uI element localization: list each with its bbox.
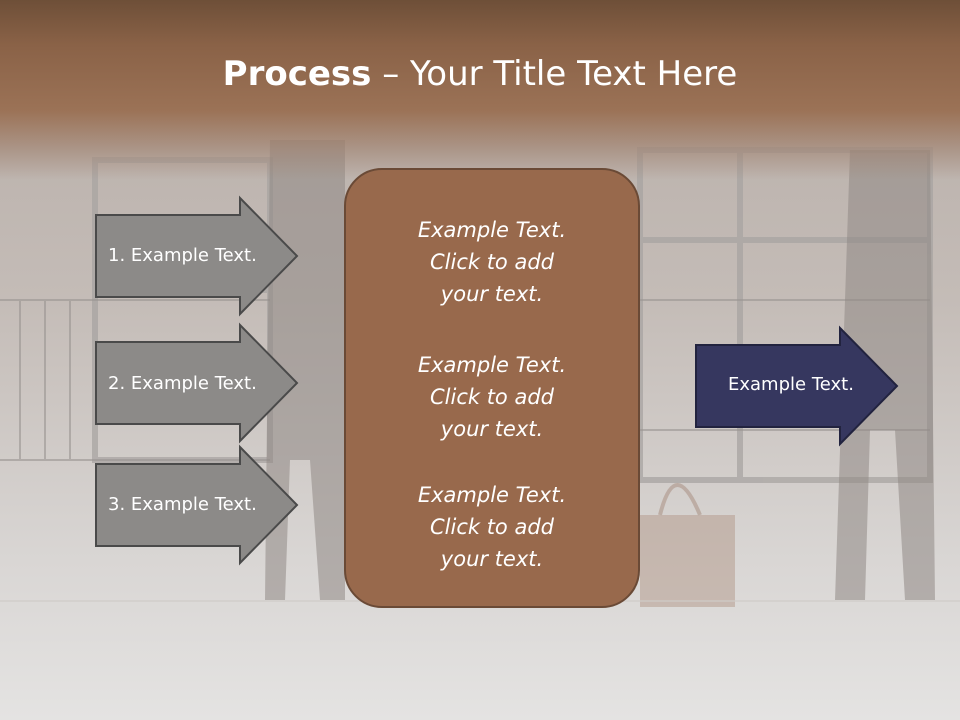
title-separator: – bbox=[371, 54, 411, 94]
center-paragraph-2-line3: your text. bbox=[440, 417, 544, 441]
center-paragraph-2: Example Text. Click to add your text. bbox=[346, 349, 638, 445]
center-paragraph-1-line1: Example Text. bbox=[417, 218, 567, 242]
center-paragraph-1: Example Text. Click to add your text. bbox=[346, 214, 638, 310]
left-arrow-3-label: 3. Example Text. bbox=[108, 494, 257, 515]
left-arrow-2-label: 2. Example Text. bbox=[108, 373, 257, 394]
center-paragraph-1-line3: your text. bbox=[440, 282, 544, 306]
left-arrow-2-shape[interactable] bbox=[95, 322, 299, 444]
title-bold: Process bbox=[222, 54, 372, 94]
left-arrow-3-shape[interactable] bbox=[95, 444, 299, 566]
center-paragraph-3: Example Text. Click to add your text. bbox=[346, 479, 638, 575]
center-paragraph-2-line1: Example Text. bbox=[417, 353, 567, 377]
center-paragraph-3-line3: your text. bbox=[440, 547, 544, 571]
center-text-box[interactable]: Example Text. Click to add your text. Ex… bbox=[344, 168, 640, 608]
left-arrow-1-label: 1. Example Text. bbox=[108, 245, 257, 266]
left-arrow-1-shape[interactable] bbox=[95, 195, 299, 317]
center-paragraph-3-line2: Click to add bbox=[429, 515, 554, 539]
slide-title[interactable]: Process – Your Title Text Here bbox=[0, 52, 960, 96]
center-paragraph-2-line2: Click to add bbox=[429, 385, 554, 409]
right-arrow-label: Example Text. bbox=[728, 374, 854, 395]
center-paragraph-3-line1: Example Text. bbox=[417, 483, 567, 507]
center-paragraph-1-line2: Click to add bbox=[429, 250, 554, 274]
title-rest: Your Title Text Here bbox=[410, 54, 738, 94]
right-arrow-shape[interactable] bbox=[695, 325, 899, 447]
header-band bbox=[0, 0, 960, 180]
